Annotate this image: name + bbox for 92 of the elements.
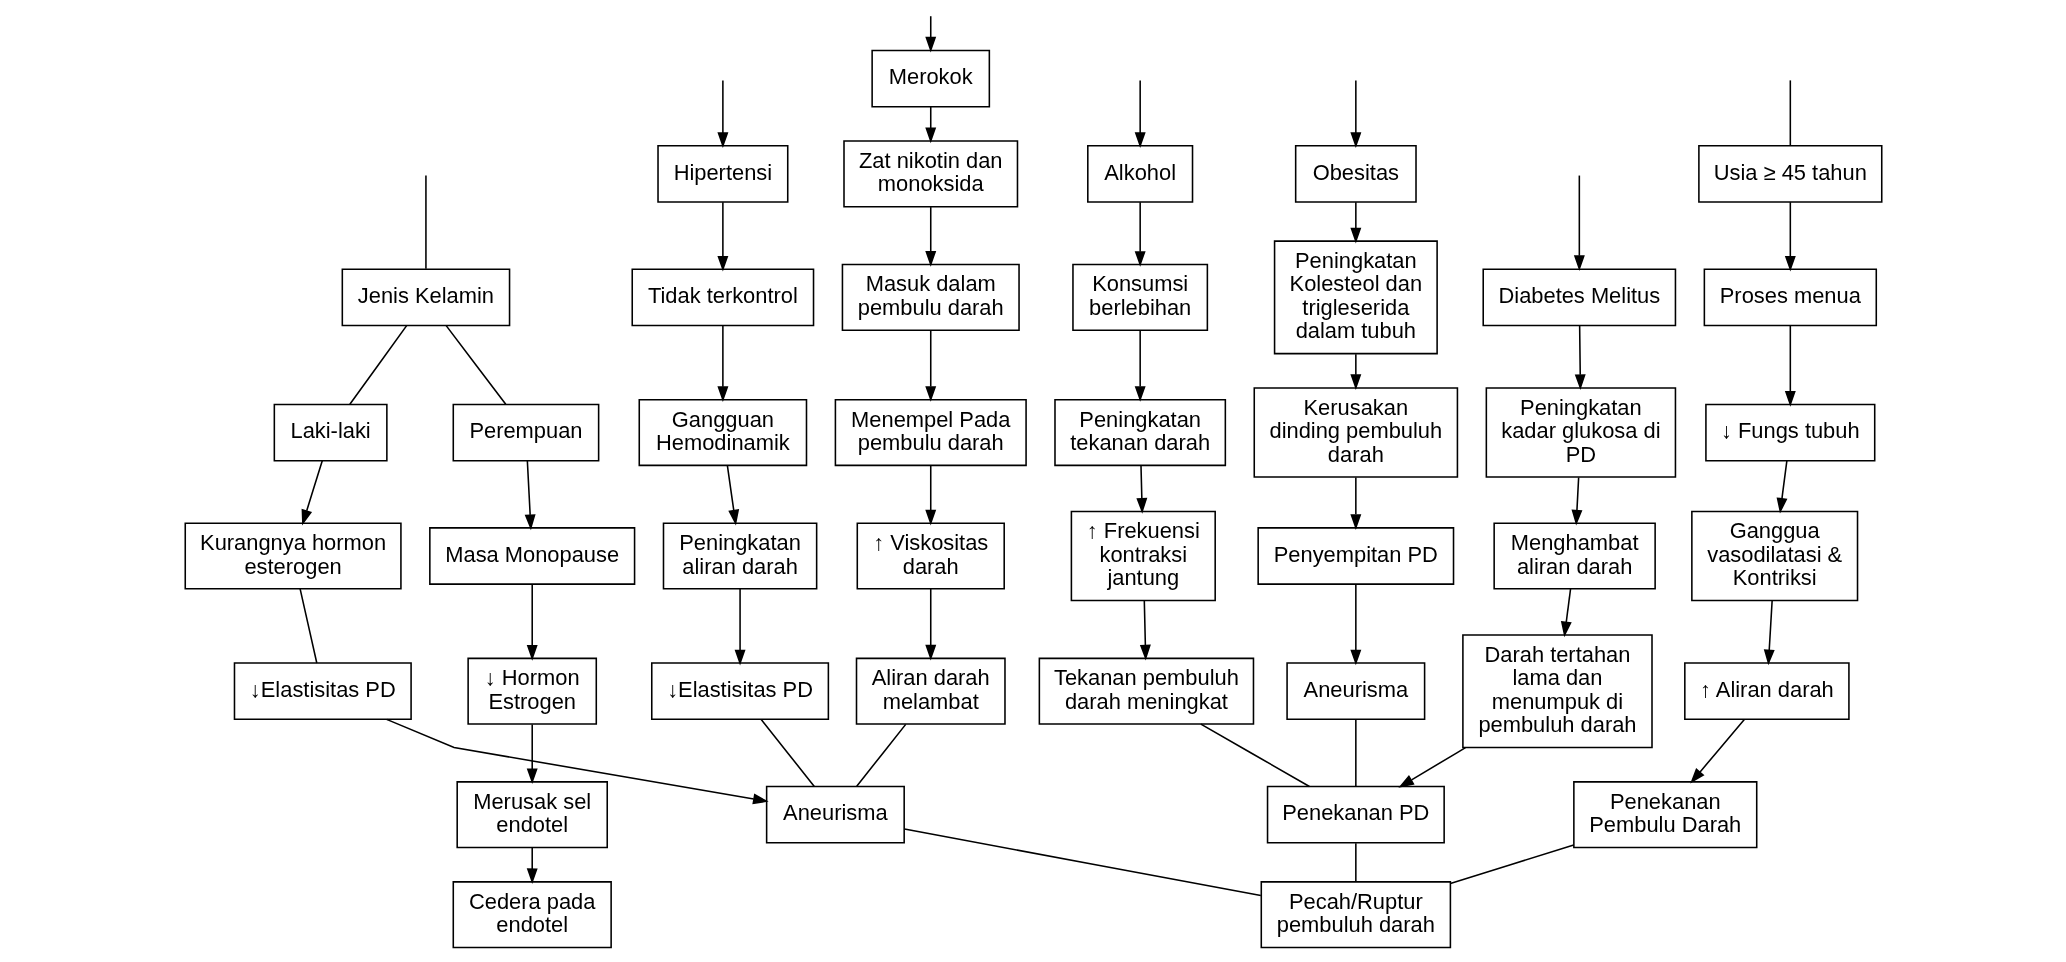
node-box: ↓ Hormon Estrogen — [466, 657, 597, 725]
arrow — [924, 15, 936, 53]
arrow — [1134, 329, 1146, 402]
arrow — [1349, 583, 1361, 666]
node-box: Peningkatan kadar glukosa di PD — [1485, 387, 1676, 478]
node-box: Penekanan Pembulu Darah — [1572, 781, 1757, 849]
arrow — [1571, 476, 1582, 526]
node-box: Merusak sel endotel — [455, 781, 608, 849]
node-box: Menghambat aliran darah — [1492, 522, 1656, 590]
arrow — [301, 460, 323, 526]
arrow — [716, 79, 728, 148]
arrow — [1763, 600, 1775, 666]
arrow — [1349, 201, 1361, 244]
arrow — [526, 723, 538, 785]
arrow — [726, 464, 739, 526]
arrow — [924, 329, 936, 402]
arrow — [1573, 174, 1585, 271]
node-box: Tidak terkontrol — [630, 268, 814, 327]
connector — [759, 718, 815, 788]
arrow — [716, 201, 728, 272]
connector — [1789, 79, 1791, 147]
node-box: Peningkatan tekanan darah — [1053, 398, 1226, 467]
connector — [1199, 723, 1310, 788]
node-box: Gangguan Hemodinamik — [638, 398, 807, 467]
arrow — [526, 583, 538, 661]
arrow — [924, 464, 936, 526]
node-box: Jenis Kelamin — [341, 268, 510, 327]
node-box: Ganggua vasodilatasi & Kontriksi — [1690, 510, 1858, 602]
node-box: Konsumsi berlebihan — [1071, 263, 1208, 331]
arrow — [524, 460, 536, 531]
node-box: ↑ Aliran darah — [1683, 662, 1850, 721]
connector — [444, 324, 507, 406]
node-box: ↓ Fungs tubuh — [1704, 403, 1875, 462]
node-box: Menempel Pada pembulu darah — [834, 398, 1027, 467]
connector — [1354, 842, 1357, 883]
arrow — [1776, 460, 1788, 514]
connector — [903, 828, 1262, 897]
node-box: Usia ≥ 45 tahun — [1697, 145, 1883, 203]
arrow — [385, 718, 769, 805]
node-box: Kurangnya hormon esterogen — [183, 522, 402, 590]
arrow — [924, 588, 936, 661]
arrow — [1397, 746, 1466, 788]
node-box: Masuk dalam pembulu darah — [841, 263, 1020, 331]
node-box: Perempuan — [452, 403, 599, 462]
arrow — [1139, 600, 1151, 661]
arrow — [1349, 353, 1361, 390]
arrow — [1784, 324, 1796, 407]
node-box: ↓Elastisitas PD — [650, 662, 829, 721]
node-box: Penekanan PD — [1266, 785, 1445, 844]
node-box: Tekanan pembuluh darah meningkat — [1038, 657, 1254, 725]
arrow — [526, 847, 538, 885]
node-box: Aneurisma — [1285, 662, 1425, 721]
node-box: Peningkatan aliran darah — [662, 522, 817, 590]
arrow — [1349, 476, 1361, 530]
node-box: ↓Elastisitas PD — [233, 662, 412, 721]
arrow — [1784, 201, 1796, 272]
arrow — [924, 106, 936, 144]
arrow — [1134, 79, 1146, 148]
node-box: Hipertensi — [656, 145, 788, 203]
node-box: Laki-laki — [273, 403, 388, 462]
arrow — [716, 324, 728, 402]
node-box: Darah tertahan lama dan menumpuk di pembuluh darah — [1461, 634, 1653, 749]
node-box: Aneurisma — [765, 785, 905, 844]
arrow — [734, 588, 746, 666]
arrow — [1574, 324, 1586, 391]
arrow — [924, 206, 936, 267]
arrow — [1560, 588, 1572, 638]
node-box: Penyempitan PD — [1256, 527, 1454, 585]
arrow — [1135, 464, 1147, 514]
node-box: Obesitas — [1294, 145, 1417, 203]
node-box: Cedera pada endotel — [452, 881, 612, 949]
arrow — [1689, 718, 1745, 784]
arrow — [1134, 201, 1146, 267]
connector — [348, 324, 407, 406]
node-box: Diabetes Melitus — [1481, 268, 1676, 327]
connector — [1449, 844, 1574, 885]
node-box: Aliran darah melambat — [855, 657, 1006, 725]
node-box: Pecah/Ruptur pembuluh darah — [1260, 881, 1451, 949]
node-box: Masa Monopause — [428, 527, 635, 585]
node-box: Merokok — [870, 49, 990, 108]
node-box: ↑ Frekuensi kontraksi jantung — [1070, 510, 1216, 602]
node-box: Proses menua — [1703, 268, 1877, 327]
node-box: Alkohol — [1086, 145, 1193, 203]
arrow — [1349, 79, 1361, 148]
node-box: Zat nikotin dan monoksida — [842, 140, 1018, 208]
node-box: ↑ Viskositas darah — [856, 522, 1005, 590]
connector — [424, 174, 427, 270]
node-box: Kerusakan dinding pembuluh darah — [1253, 387, 1458, 478]
connector — [855, 723, 906, 787]
connector — [1354, 718, 1357, 788]
node-box: Peningkatan Kolesteol dan trigleserida dalam tubuh — [1273, 240, 1438, 355]
connector — [298, 588, 318, 664]
